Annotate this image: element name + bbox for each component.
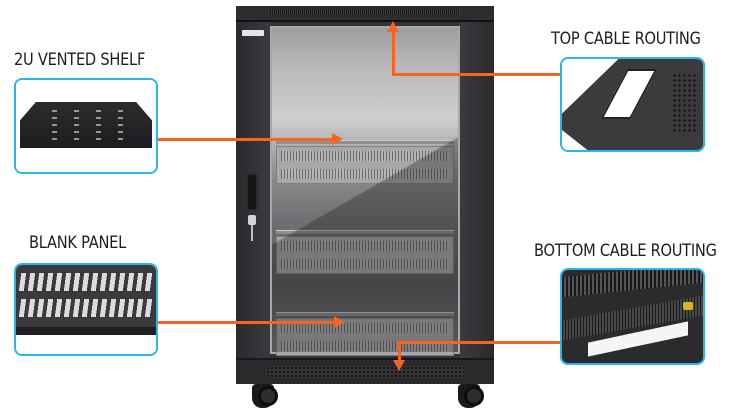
bottom-routing-arrow-v bbox=[398, 341, 401, 363]
vented-shelf-in-rack bbox=[276, 146, 454, 184]
door-handle bbox=[246, 173, 258, 211]
blank-panel-image bbox=[16, 265, 156, 354]
blank-panel-lower bbox=[276, 318, 454, 356]
caster-wheel-right bbox=[458, 384, 484, 408]
bottom-cable-routing-label: BOTTOM CABLE ROUTING bbox=[534, 241, 717, 261]
top-cable-routing-callout bbox=[560, 57, 705, 152]
vented-shelf-label: 2U VENTED SHELF bbox=[14, 50, 146, 70]
bottom-routing-arrow-head bbox=[393, 360, 405, 371]
key-icon bbox=[251, 225, 253, 241]
top-routing-arrow-h bbox=[392, 73, 560, 76]
top-routing-arrow-v bbox=[392, 30, 395, 76]
glass-door bbox=[270, 26, 460, 356]
cabinet-top bbox=[236, 6, 494, 22]
vented-shelf-callout bbox=[14, 78, 158, 174]
vented-shelf-arrow-head bbox=[332, 133, 343, 145]
top-cable-routing-label: TOP CABLE ROUTING bbox=[551, 29, 701, 49]
caster-wheel-left bbox=[252, 384, 278, 408]
bottom-cable-routing-image bbox=[562, 270, 703, 363]
blank-panel-arrow-head bbox=[334, 316, 345, 328]
lock-icon bbox=[248, 215, 256, 225]
cabinet-base bbox=[236, 358, 494, 384]
blank-panel-label: BLANK PANEL bbox=[29, 233, 127, 253]
blank-panel-arrow-line bbox=[158, 321, 336, 324]
vented-shelf-arrow-line bbox=[158, 138, 334, 141]
bottom-routing-arrow-h bbox=[398, 341, 560, 344]
vented-shelf-image bbox=[16, 80, 156, 172]
blank-panel-in-rack bbox=[276, 236, 454, 274]
top-cable-routing-image bbox=[562, 59, 703, 150]
cabinet-door bbox=[236, 22, 494, 358]
rack-cabinet bbox=[236, 6, 494, 408]
brand-logo bbox=[242, 30, 264, 36]
top-routing-arrow-head bbox=[387, 21, 399, 32]
blank-panel-callout bbox=[14, 263, 158, 356]
bottom-cable-routing-callout bbox=[560, 268, 705, 365]
